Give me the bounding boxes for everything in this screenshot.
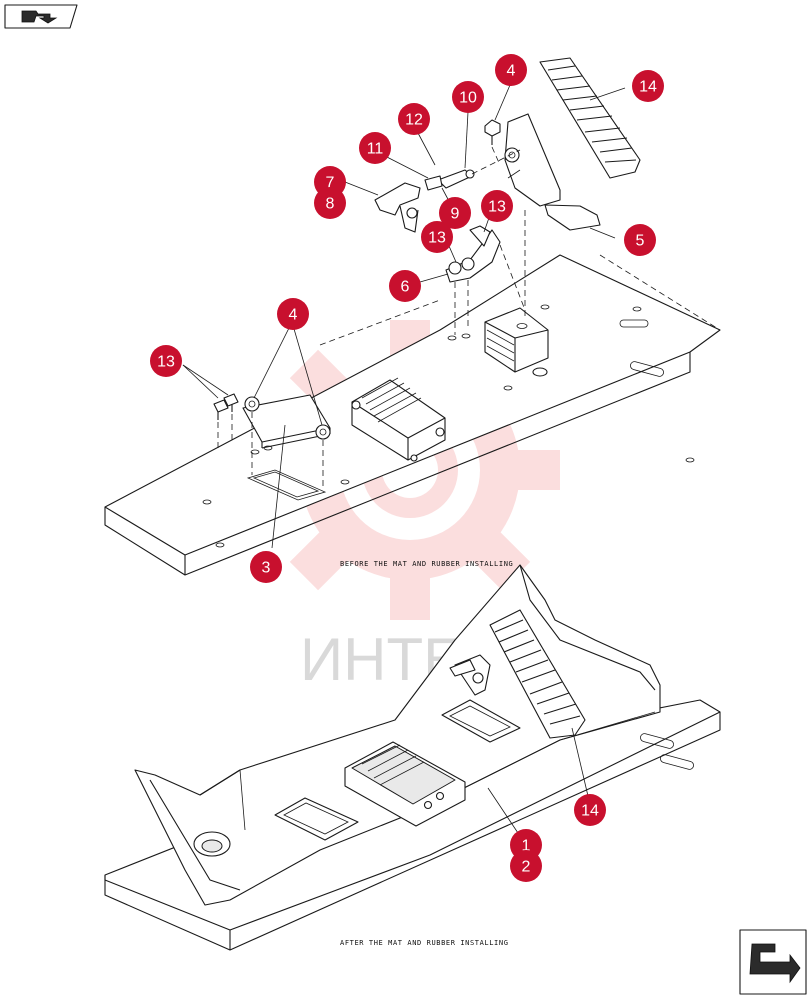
callout-c10[interactable]: 10 <box>452 81 484 113</box>
caption-after: AFTER THE MAT AND RUBBER INSTALLING <box>340 939 509 947</box>
callout-c13-right[interactable]: 13 <box>481 190 513 222</box>
callout-label: 4 <box>507 63 516 80</box>
callout-circle <box>398 103 430 135</box>
callout-circle <box>389 270 421 302</box>
bolt-top <box>484 119 501 166</box>
sensor-bracket <box>445 225 526 335</box>
callout-circle <box>495 54 527 86</box>
callout-circle <box>481 190 513 222</box>
callout-label: 3 <box>262 560 271 577</box>
callout-c6[interactable]: 6 <box>389 270 421 302</box>
callout-circle <box>277 298 309 330</box>
callout-label: 7 <box>326 175 335 192</box>
callout-c5[interactable]: 5 <box>624 224 656 256</box>
caption-before: BEFORE THE MAT AND RUBBER INSTALLING <box>340 560 513 568</box>
callout-label: 6 <box>401 279 410 296</box>
accelerator-pedal-installed <box>449 609 586 739</box>
nav-forward-icon[interactable] <box>739 929 807 995</box>
callout-c13-mid[interactable]: 13 <box>421 221 453 253</box>
bolt-pair-left <box>213 393 273 455</box>
callout-label: 8 <box>326 196 335 213</box>
leader-lines-bottom <box>487 727 589 837</box>
callout-label: 5 <box>636 233 645 250</box>
callout-circle <box>510 850 542 882</box>
callout-circle <box>452 81 484 113</box>
callout-circle <box>359 132 391 164</box>
callout-label: 11 <box>367 141 384 158</box>
callout-c9[interactable]: 9 <box>439 197 471 229</box>
callout-c2[interactable]: 2 <box>510 850 542 882</box>
control-module-before <box>351 377 446 462</box>
callout-circle <box>624 224 656 256</box>
callout-circle <box>314 187 346 219</box>
switch-bracket <box>374 182 421 233</box>
callout-label: 14 <box>639 79 657 96</box>
callout-circle <box>574 794 606 826</box>
callout-label: 13 <box>488 199 506 216</box>
callout-label: 14 <box>581 803 599 820</box>
callout-label: 10 <box>459 90 477 107</box>
callout-label: 1 <box>522 838 531 855</box>
callout-label: 4 <box>289 307 298 324</box>
callout-circle <box>439 197 471 229</box>
callout-label: 2 <box>522 859 531 876</box>
accelerator-pedal <box>504 57 641 320</box>
callout-c11[interactable]: 11 <box>359 132 391 164</box>
callout-c14-top[interactable]: 14 <box>632 70 664 102</box>
bracket-plate <box>242 394 331 490</box>
callout-c3[interactable]: 3 <box>250 551 282 583</box>
callout-circle <box>250 551 282 583</box>
callout-label: 12 <box>405 112 423 129</box>
callout-c13-left[interactable]: 13 <box>150 345 182 377</box>
nav-back-icon[interactable] <box>4 4 78 29</box>
callout-label: 13 <box>428 230 446 247</box>
callout-circle <box>421 221 453 253</box>
callout-circle <box>632 70 664 102</box>
callout-label: 13 <box>157 354 175 371</box>
pedal-mount-block <box>484 307 549 377</box>
callout-circle <box>150 345 182 377</box>
pedal-pin-assembly <box>424 149 521 191</box>
callout-c12[interactable]: 12 <box>398 103 430 135</box>
callout-c14-bottom[interactable]: 14 <box>574 794 606 826</box>
callout-label: 9 <box>451 206 460 223</box>
callout-c8[interactable]: 8 <box>314 187 346 219</box>
callout-c4-top[interactable]: 4 <box>495 54 527 86</box>
callout-c4-mid[interactable]: 4 <box>277 298 309 330</box>
